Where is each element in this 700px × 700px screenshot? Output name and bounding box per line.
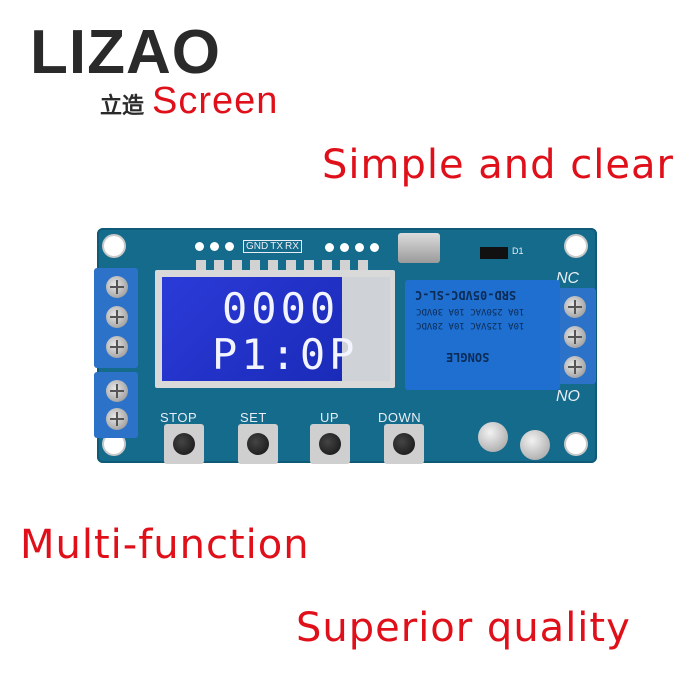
lcd-line-1: 0000	[222, 284, 340, 333]
button-cap	[393, 433, 415, 455]
diode-label: D1	[512, 246, 524, 256]
header-pin	[355, 243, 364, 252]
relay-model: SRD-05VDC-SL-C	[415, 288, 517, 302]
micro-usb-port	[398, 233, 440, 263]
button-cap	[173, 433, 195, 455]
stop-button[interactable]	[164, 424, 204, 464]
stop-label: STOP	[160, 410, 198, 425]
set-button[interactable]	[238, 424, 278, 464]
brand-logo: LIZAO	[30, 18, 221, 87]
relay-brand: SONGLE	[446, 350, 490, 364]
button-cap	[319, 433, 341, 455]
down-label: DOWN	[378, 410, 422, 425]
serial-header-label: GND TX RX	[243, 240, 302, 253]
tx-label: TX	[270, 241, 284, 252]
set-label: SET	[240, 410, 267, 425]
slogan-multi-function: Multi-function	[20, 522, 310, 568]
screw-terminal	[106, 306, 128, 328]
gnd-label: GND	[246, 241, 269, 252]
mounting-hole	[104, 236, 124, 256]
button-cap	[247, 433, 269, 455]
slogan-superior-quality: Superior quality	[296, 605, 631, 651]
lcd-line-2: P1:0P	[212, 330, 359, 379]
mounting-hole	[104, 434, 124, 454]
lcd-screen	[162, 277, 342, 381]
up-button[interactable]	[310, 424, 350, 464]
screw-terminal	[564, 356, 586, 378]
relay-rating-2: 10A 125VAC 10A 28VDC	[416, 320, 525, 330]
screw-terminal	[106, 336, 128, 358]
down-button[interactable]	[384, 424, 424, 464]
nc-label: NC	[556, 270, 580, 287]
slogan-simple-clear: Simple and clear	[322, 142, 674, 188]
diode	[480, 247, 508, 259]
mounting-hole	[566, 236, 586, 256]
up-label: UP	[320, 410, 340, 425]
lcd-side-panel	[342, 277, 390, 381]
screw-terminal	[564, 296, 586, 318]
mounting-hole	[566, 434, 586, 454]
screw-terminal	[106, 408, 128, 430]
screw-terminal	[106, 380, 128, 402]
capacitor	[478, 422, 508, 452]
lcd-pin-row	[196, 260, 368, 276]
header-pin	[195, 242, 204, 251]
capacitor	[520, 430, 550, 460]
screw-terminal	[106, 276, 128, 298]
brand-chinese-name: 立造	[100, 94, 145, 119]
extra-pins	[325, 243, 379, 252]
header-pin	[340, 243, 349, 252]
header-pin	[225, 242, 234, 251]
relay-rating-1: 10A 250VAC 10A 30VDC	[416, 306, 525, 316]
brand-tagline: Screen	[152, 80, 279, 122]
relay	[405, 280, 560, 390]
header-pin	[370, 243, 379, 252]
header-pins	[195, 242, 234, 251]
screw-terminal	[564, 326, 586, 348]
rx-label: RX	[285, 241, 299, 252]
no-label: NO	[556, 388, 580, 405]
header-pin	[325, 243, 334, 252]
header-pin	[210, 242, 219, 251]
